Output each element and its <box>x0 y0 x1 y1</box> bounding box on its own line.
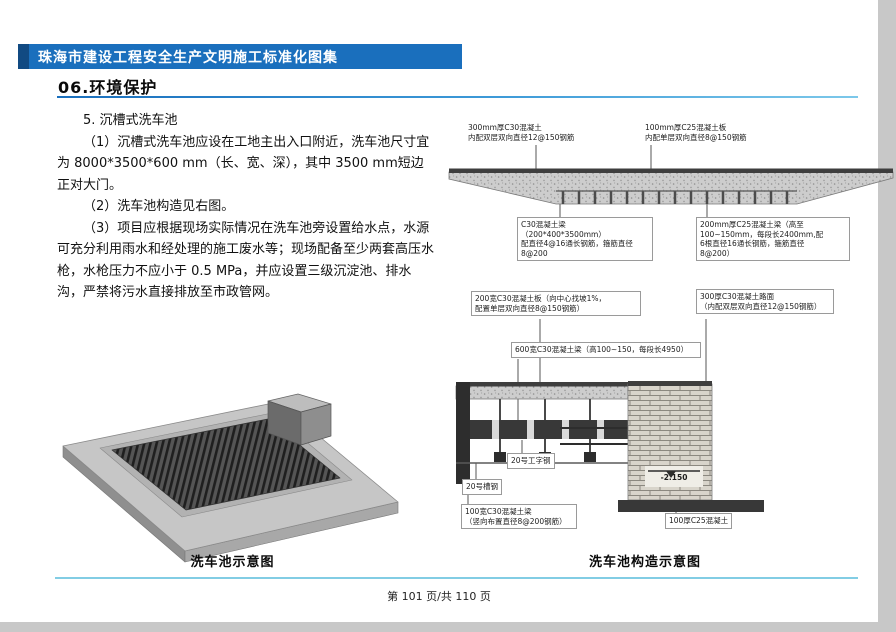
pool-top-surface <box>62 401 399 552</box>
page-number: 第 101 页/共 110 页 <box>387 590 491 603</box>
pool-grate <box>111 418 341 511</box>
article-paragraph: （2）洗车池构造见右图。 <box>83 199 235 214</box>
label-beam-right: 200mm厚C25混凝土梁（高至 100~150mm，每段长2400mm,配 6… <box>696 217 850 261</box>
label-detail-concrete100: 100厚C25混凝土 <box>665 513 733 529</box>
label-beam-left: C30混凝土梁（200*400*3500mm） 配直径4@16通长钢筋，箍筋直径… <box>517 217 653 261</box>
section-divider-rule <box>57 96 858 98</box>
pump-house <box>267 393 332 413</box>
right-figure-caption: 洗车池构造示意图 <box>588 555 701 570</box>
document-banner: 珠海市建设工程安全生产文明施工标准化图集 <box>18 44 462 69</box>
banner-accent-block <box>18 44 29 69</box>
leader-lines-top <box>535 145 708 219</box>
steel-beam-band <box>470 420 628 439</box>
footer-divider-rule <box>55 577 858 579</box>
article-paragraph: （3）项目应根据现场实际情况在洗车池旁设置给水点，水源可充分利用雨水和经处理的施… <box>57 220 435 301</box>
label-detail-channel: 20号槽钢 <box>462 479 503 495</box>
slab-body <box>448 171 894 205</box>
wash-pool-3d-figure <box>62 393 399 563</box>
label-detail-slab: 200宽C30混凝土板（向中心找坡1%， 配置单层双向直径8@150钢筋） <box>471 291 641 316</box>
banner-title: 珠海市建设工程安全生产文明施工标准化图集 <box>38 49 338 66</box>
footing <box>618 500 764 512</box>
article-heading: 5. 沉槽式洗车池 <box>83 113 178 128</box>
brick-wall <box>627 383 713 501</box>
article-text-block: 5. 沉槽式洗车池 （1）沉槽式洗车池应设在工地主出入口附近，洗车池尺寸宜 为 … <box>57 110 435 304</box>
elevation-value: -2.150 <box>660 473 688 482</box>
left-figure-caption: 洗车池示意图 <box>190 555 275 570</box>
section-title: 06.环境保护 <box>58 78 158 97</box>
slab-beam-ticks <box>556 191 797 204</box>
label-detail-pavement: 300厚C30混凝土路面 （内配双层双向直径12@150钢筋） <box>696 289 834 314</box>
slab-top-pavement <box>449 168 893 173</box>
label-detail-beam100: 100宽C30混凝土梁 （竖向布置直径8@200钢筋） <box>461 504 577 529</box>
pit-left-wall <box>456 382 470 484</box>
label-detail-ibeam: 20号工字钢 <box>507 453 555 469</box>
cover-slab <box>455 385 629 400</box>
label-detail-beam600: 600宽C30混凝土梁（高100~150，每段长4950） <box>511 342 701 358</box>
article-paragraph: （1）沉槽式洗车池应设在工地主出入口附近，洗车池尺寸宜 为 8000*3500*… <box>57 134 430 193</box>
pool-slab-cross-section <box>448 145 894 219</box>
label-slab-left: 300mm厚C30混凝土 内配双层双向直径12@150钢筋 <box>468 123 575 142</box>
label-slab-right: 100mm厚C25混凝土板 内配单层双向直径8@150钢筋 <box>645 123 747 142</box>
